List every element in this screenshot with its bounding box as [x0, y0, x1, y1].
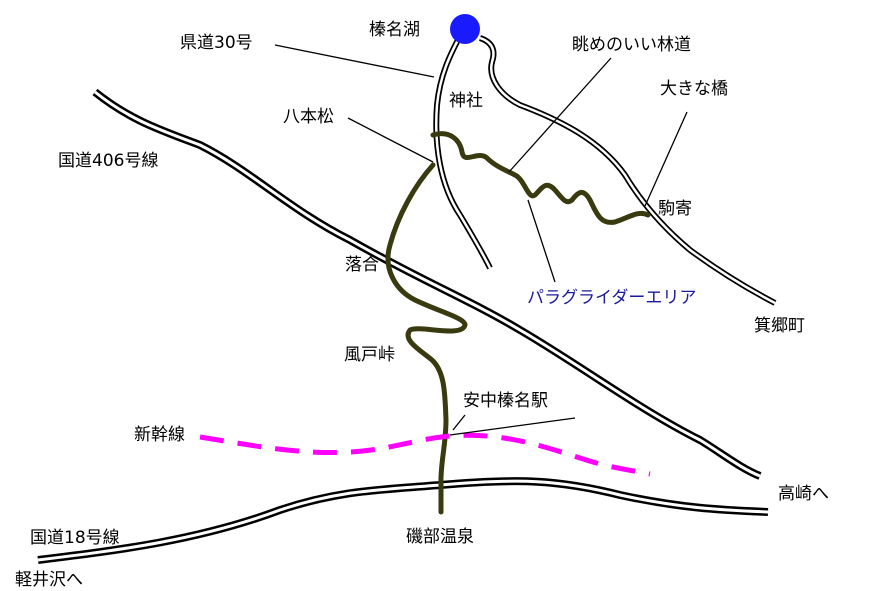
route-406-road — [92, 88, 762, 480]
shinkansen-line — [199, 432, 651, 477]
scenic-forest-road — [430, 131, 651, 225]
label-to-karuizawa: 軽井沢へ — [15, 570, 83, 590]
label-scenic-forest-road: 眺めのいい林道 — [572, 35, 691, 55]
label-lake: 榛名湖 — [369, 20, 420, 40]
label-kazatoge: 風戸峠 — [344, 345, 395, 365]
leader-lines — [274, 44, 688, 436]
label-annaka-haruna-station: 安中榛名駅 — [463, 391, 548, 411]
label-happonmatsu: 八本松 — [283, 107, 334, 127]
label-shinkansen: 新幹線 — [134, 424, 185, 445]
label-to-takasaki: 高崎へ — [778, 484, 829, 504]
pref-road-30 — [433, 34, 493, 270]
label-route406: 国道406号線 — [58, 151, 158, 171]
route-18-road — [37, 477, 769, 564]
label-ochiai: 落合 — [345, 255, 379, 275]
label-route18: 国道18号線 — [30, 528, 120, 548]
label-big-bridge: 大きな橋 — [660, 79, 728, 99]
label-isobe-onsen: 磯部温泉 — [406, 527, 474, 547]
label-shrine: 神社 — [449, 91, 483, 111]
label-komayori: 駒寄 — [658, 199, 692, 219]
komayori-road — [478, 35, 777, 306]
lake-marker — [450, 14, 480, 44]
label-pref-road: 県道30号 — [180, 33, 253, 53]
label-paraglider-area: パラグライダーエリア — [527, 288, 696, 308]
label-minowa: 箕郷町 — [754, 316, 805, 336]
mountain-trail — [385, 162, 468, 515]
